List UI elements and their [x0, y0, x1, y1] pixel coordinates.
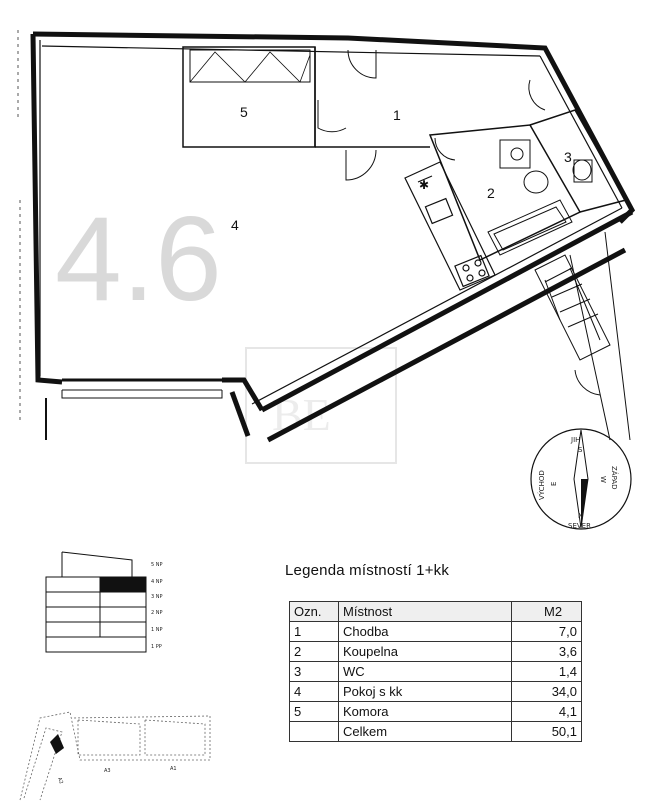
legend-cell-area: 3,6 [511, 641, 582, 662]
bathroom-walls [428, 109, 628, 262]
compass: JIH S ZÁPAD W SEVER N VÝCHOD E [530, 428, 632, 530]
legend-title: Legenda místností 1+kk [285, 562, 450, 579]
compass-label-e: E [550, 482, 558, 486]
legend-cell-name: Pokoj s kk [338, 681, 512, 702]
floor-label-1pp: 1 PP [151, 644, 162, 650]
compass-label-east: VÝCHOD [537, 470, 546, 500]
room-number-2: 2 [487, 185, 495, 201]
floor-label-4np: 4 NP [151, 579, 163, 585]
legend-header-row: Ozn. Místnost M2 [289, 601, 582, 622]
legend-header-m2: M2 [511, 601, 582, 622]
room-number-5: 5 [240, 104, 248, 120]
edge-line [17, 30, 21, 420]
legend-cell-name: WC [338, 661, 512, 682]
outer-walls [30, 31, 636, 443]
legend-cell-area: 34,0 [511, 681, 582, 702]
floor-section-diagram [45, 551, 147, 653]
legend-cell-ozn: 1 [289, 621, 339, 642]
kitchen-counter [404, 161, 496, 291]
compass-label-n: N [578, 512, 583, 520]
legend-cell-area: 4,1 [511, 701, 582, 722]
kitchen-fan-icon: ✱ [419, 178, 429, 192]
room-number-1: 1 [393, 107, 401, 123]
table-row: 4 Pokoj s kk 34,0 [289, 681, 582, 702]
site-label-a2: A2 [56, 777, 64, 785]
legend-header-ozn: Ozn. [289, 601, 339, 622]
room-legend-table: Ozn. Místnost M2 1 Chodba 7,0 2 Koupelna… [289, 601, 582, 742]
floor-label-1np: 1 NP [151, 627, 163, 633]
legend-cell-name: Chodba [338, 621, 512, 642]
floor-label-2np: 2 NP [151, 610, 163, 616]
legend-cell-ozn: 5 [289, 701, 339, 722]
table-row: 5 Komora 4,1 [289, 701, 582, 722]
table-row: 3 WC 1,4 [289, 661, 582, 682]
site-label-a3: A3 [104, 768, 111, 774]
site-plan [19, 711, 211, 801]
legend-cell-ozn: 3 [289, 661, 339, 682]
legend-cell-area: 1,4 [511, 661, 582, 682]
legend-cell-ozn: 4 [289, 681, 339, 702]
compass-label-west: ZÁPAD [610, 466, 619, 490]
legend-cell-name: Celkem [338, 721, 512, 742]
legend-cell-ozn [289, 721, 339, 742]
room-number-4: 4 [231, 217, 239, 233]
pantry-walls [182, 46, 430, 148]
room-number-3: 3 [564, 149, 572, 165]
balcony-edge [45, 378, 223, 440]
watermark-unit-number: 4.6 [55, 192, 222, 326]
table-row-total: Celkem 50,1 [289, 721, 582, 742]
compass-label-north: SEVER [568, 522, 591, 530]
legend-cell-name: Komora [338, 701, 512, 722]
compass-label-south: JIH [570, 436, 580, 444]
compass-label-w: W [599, 476, 607, 483]
legend-cell-area: 7,0 [511, 621, 582, 642]
inner-wall-lines [39, 40, 623, 405]
site-highlight [50, 734, 64, 754]
site-label-a1: A1 [170, 766, 177, 772]
table-row: 1 Chodba 7,0 [289, 621, 582, 642]
legend-cell-name: Koupelna [338, 641, 512, 662]
compass-label-s: S [578, 446, 583, 454]
floor-label-3np: 3 NP [151, 594, 163, 600]
legend-cell-area: 50,1 [511, 721, 582, 742]
table-row: 2 Koupelna 3,6 [289, 641, 582, 662]
floor-label-5np: 5 NP [151, 562, 163, 568]
bathroom-fixtures [487, 139, 593, 256]
legend-cell-ozn: 2 [289, 641, 339, 662]
door-swings [317, 49, 601, 396]
legend-header-mistnost: Místnost [338, 601, 512, 622]
exterior-stairs [534, 231, 631, 441]
